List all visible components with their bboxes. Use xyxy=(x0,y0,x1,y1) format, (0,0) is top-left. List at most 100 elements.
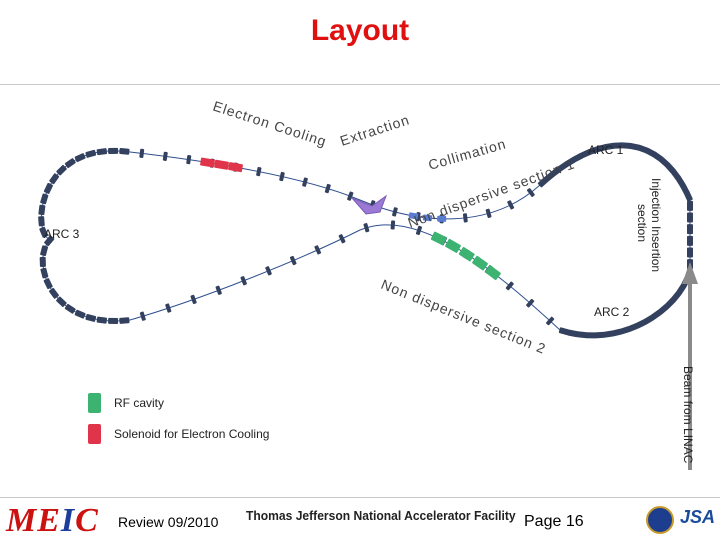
arc-dipole-magnet xyxy=(44,235,55,247)
legend-rf-cavity-label: RF cavity xyxy=(114,396,164,410)
arc-dipole-magnet xyxy=(627,323,639,332)
arc-dipole-magnet xyxy=(567,329,579,338)
quadrupole-magnet xyxy=(507,200,515,210)
quadrupole-magnet xyxy=(139,148,145,158)
arc-dipole-magnet xyxy=(664,298,675,309)
arc-dipole-magnet xyxy=(670,291,681,303)
quadrupole-magnet xyxy=(392,207,398,217)
quadrupole-magnet xyxy=(526,188,535,197)
arc-dipole-magnet xyxy=(40,193,49,205)
label-extraction: Extraction xyxy=(338,111,412,149)
collimation-dipole xyxy=(408,212,419,220)
quadrupole-magnet xyxy=(546,316,555,326)
arc-dipole-magnet xyxy=(579,149,591,159)
quadrupole-magnet xyxy=(165,303,172,313)
quadrupole-magnet xyxy=(363,223,370,233)
collimation-dipole xyxy=(422,214,433,222)
arc-dipole-magnet xyxy=(687,224,693,235)
arc-dipole-magnet xyxy=(595,144,607,153)
quadrupole-magnet xyxy=(485,208,492,218)
quadrupole-magnet xyxy=(139,311,146,321)
arc-dipole-magnet xyxy=(108,147,119,154)
logo-text-me: ME xyxy=(6,502,61,539)
quadrupole-magnet xyxy=(302,177,308,187)
arc-dipole-magnet xyxy=(74,153,86,163)
quadrupole-magnet xyxy=(505,281,514,291)
extraction-magnet xyxy=(351,194,388,215)
arc-dipole-magnet xyxy=(96,316,108,324)
label-beam-from-linac: Beam from LINAC xyxy=(681,366,695,464)
quadrupole-magnet xyxy=(215,285,222,295)
quadrupole-magnet xyxy=(256,166,262,177)
rf-cavity xyxy=(445,238,461,253)
rf-cavity xyxy=(430,231,447,246)
arc-dipole-magnet xyxy=(657,304,669,315)
arc-dipole-magnet xyxy=(611,328,622,337)
arc-dipole-magnet xyxy=(687,247,693,258)
quadrupole-magnet xyxy=(314,245,322,255)
arc-dipole-magnet xyxy=(56,296,67,307)
meic-logo: MEIC xyxy=(6,502,99,540)
quadrupole-magnet xyxy=(390,220,396,230)
arc-dipole-magnet xyxy=(40,267,49,279)
logo-text-i: I xyxy=(60,502,76,539)
arc-dipole-magnet xyxy=(64,303,76,314)
arc-dipole-magnet xyxy=(38,216,45,227)
arc-dipole-magnet xyxy=(119,317,130,324)
arc-dipole-magnet xyxy=(119,148,130,155)
arc-dipole-magnet xyxy=(635,319,647,329)
arc-dipole-magnet xyxy=(64,158,76,169)
quadrupole-magnet xyxy=(240,276,247,286)
arc-dipole-magnet xyxy=(85,149,97,158)
arc-dipole-magnet xyxy=(643,314,655,325)
arc-dipole-magnet xyxy=(39,256,46,267)
arc-dipole-magnet xyxy=(629,142,640,151)
review-date: Review 09/2010 xyxy=(118,514,219,530)
solenoid-magnet xyxy=(228,162,243,173)
quadrupole-magnet xyxy=(162,151,168,161)
collimation-dipole xyxy=(437,215,447,222)
arc-dipole-magnet xyxy=(38,204,46,216)
arc-dipole-magnet xyxy=(48,287,59,299)
injection-arrow-head xyxy=(682,262,698,284)
doe-seal-icon xyxy=(646,506,674,534)
arc-dipole-magnet xyxy=(593,331,605,339)
arc-dipole-magnet xyxy=(74,309,86,319)
quadrupole-magnet xyxy=(186,155,192,165)
slide-title: Layout xyxy=(310,14,410,47)
solenoid-magnet xyxy=(200,157,215,168)
arc-dipole-magnet xyxy=(39,226,49,238)
quadrupole-magnet xyxy=(526,298,535,308)
arc-dipole-magnet xyxy=(687,200,693,211)
quadrupole-magnet xyxy=(347,191,354,201)
arc-dipole-magnet xyxy=(619,326,631,335)
quadrupole-magnet xyxy=(415,225,423,236)
quadrupole-magnet xyxy=(190,294,197,305)
arc-dipole-magnet xyxy=(85,313,97,322)
beamline xyxy=(40,144,691,336)
quadrupole-magnet xyxy=(279,171,285,182)
arc-dipole-magnet xyxy=(43,182,53,194)
label-ndsec2: Non dispersive section 2 xyxy=(379,276,549,357)
logo-text-c: C xyxy=(75,502,99,539)
label-injection-line2: section xyxy=(635,204,649,242)
arc-dipole-magnet xyxy=(612,142,623,149)
label-arc3: ARC 3 xyxy=(44,227,80,241)
label-injection-line1: Injection Insertion xyxy=(649,178,663,272)
legend-solenoid-label: Solenoid for Electron Cooling xyxy=(114,427,269,441)
quadrupole-magnet xyxy=(324,183,331,194)
page-number: Page 16 xyxy=(524,513,584,530)
label-arc1: ARC 1 xyxy=(588,143,624,157)
solenoid-group xyxy=(200,157,243,173)
blue-dipole-group xyxy=(408,212,447,222)
rf-cavity xyxy=(458,247,475,262)
arc-dipole-magnet xyxy=(676,284,686,296)
quadrupole-magnet xyxy=(289,255,297,266)
legend-rf-cavity-swatch xyxy=(88,393,101,413)
rf-cavity xyxy=(472,255,488,271)
quadrupole-magnet xyxy=(265,266,272,276)
facility-name: Thomas Jefferson National Accelerator Fa… xyxy=(246,508,516,523)
beamline-upper-straight xyxy=(129,151,541,220)
arc-dipole-magnet xyxy=(40,245,49,257)
arc-dipole-magnet xyxy=(576,331,587,339)
